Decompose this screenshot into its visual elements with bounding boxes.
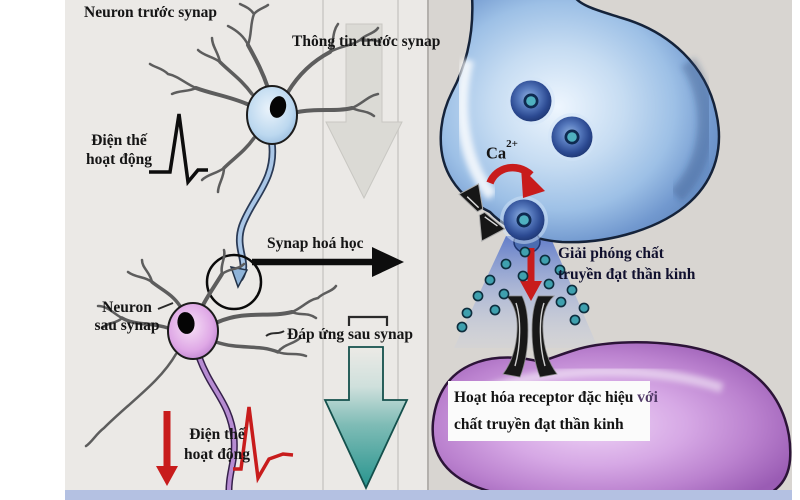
calcium-symbol: Ca <box>486 143 507 163</box>
dendrites <box>148 2 382 194</box>
calcium-charge: 2+ <box>506 138 518 150</box>
synaptic-vesicle-fusing <box>500 196 548 254</box>
label-line: hoạt động <box>86 151 152 168</box>
action-potential-trace-bottom <box>233 406 294 484</box>
postsynaptic-neuron-figure <box>84 248 338 500</box>
label-line: Điện thế <box>91 132 147 149</box>
calcium-channel <box>458 183 506 242</box>
chemical-synapse-arrow <box>252 247 404 277</box>
postsynaptic-neuron-label: Neuron sau synap <box>86 299 168 335</box>
label-line: Hoạt hóa receptor đặc hiệu với <box>454 389 658 406</box>
label-line: hoạt động <box>184 446 250 463</box>
dendrites <box>84 248 338 448</box>
action-potential-bottom-label: Điện thế hoạt động <box>170 425 264 465</box>
action-potential-trace-top <box>149 113 208 187</box>
label-line: Neuron <box>102 299 152 316</box>
nucleus <box>269 96 287 118</box>
label-leader-tick <box>265 330 285 337</box>
presynaptic-info-label: Thông tin trước synap <box>292 33 441 50</box>
background-fold-line <box>322 0 324 490</box>
synaptic-cleft <box>454 236 598 348</box>
red-decline-arrow <box>156 411 178 486</box>
label-line: Giải phóng chất <box>558 245 664 262</box>
axon-core <box>197 355 237 498</box>
postsynaptic-response-label: Đáp ứng sau synap <box>287 326 414 343</box>
label-line: Điện thế <box>189 426 245 443</box>
chemical-synapse-label: Synap hoá học <box>267 235 364 252</box>
presynaptic-neuron-label: Neuron trước synap <box>84 4 217 21</box>
receptor-caption-box <box>448 381 650 441</box>
synaptic-vesicle <box>507 77 555 125</box>
label-line: sau synap <box>94 317 160 334</box>
transmitter-release-label: Giải phóng chất truyền đạt thần kinh <box>558 244 695 285</box>
calcium-label: Ca2+ <box>486 138 518 163</box>
background-fold-line <box>397 0 399 490</box>
calcium-influx-arrow <box>486 163 545 198</box>
bracket-over-response-arrow <box>347 315 389 326</box>
action-potential-top-label: Điện thế hoạt động <box>76 131 162 169</box>
postsynaptic-response-arrow <box>323 346 409 491</box>
terminal-shading <box>670 57 714 202</box>
presynaptic-neuron-figure <box>148 2 382 289</box>
synaptic-vesicle <box>548 113 596 161</box>
nucleus <box>177 312 195 334</box>
synapse-highlight-circle <box>205 253 263 311</box>
neurotransmitter-dots <box>456 246 590 333</box>
neurotransmitter-release-arrow <box>520 248 542 301</box>
panel-divider <box>427 0 429 500</box>
label-leader-tick <box>157 302 174 310</box>
soma <box>167 302 219 360</box>
label-line: truyền đạt thần kinh <box>558 265 696 283</box>
receptor-activation-label: Hoạt hóa receptor đặc hiệu với chất truy… <box>454 384 658 438</box>
receptor-channel <box>502 295 558 378</box>
terminal-highlight <box>456 58 497 200</box>
label-line: chất truyền đạt thần kinh <box>454 416 624 433</box>
bottom-strip <box>65 490 792 500</box>
